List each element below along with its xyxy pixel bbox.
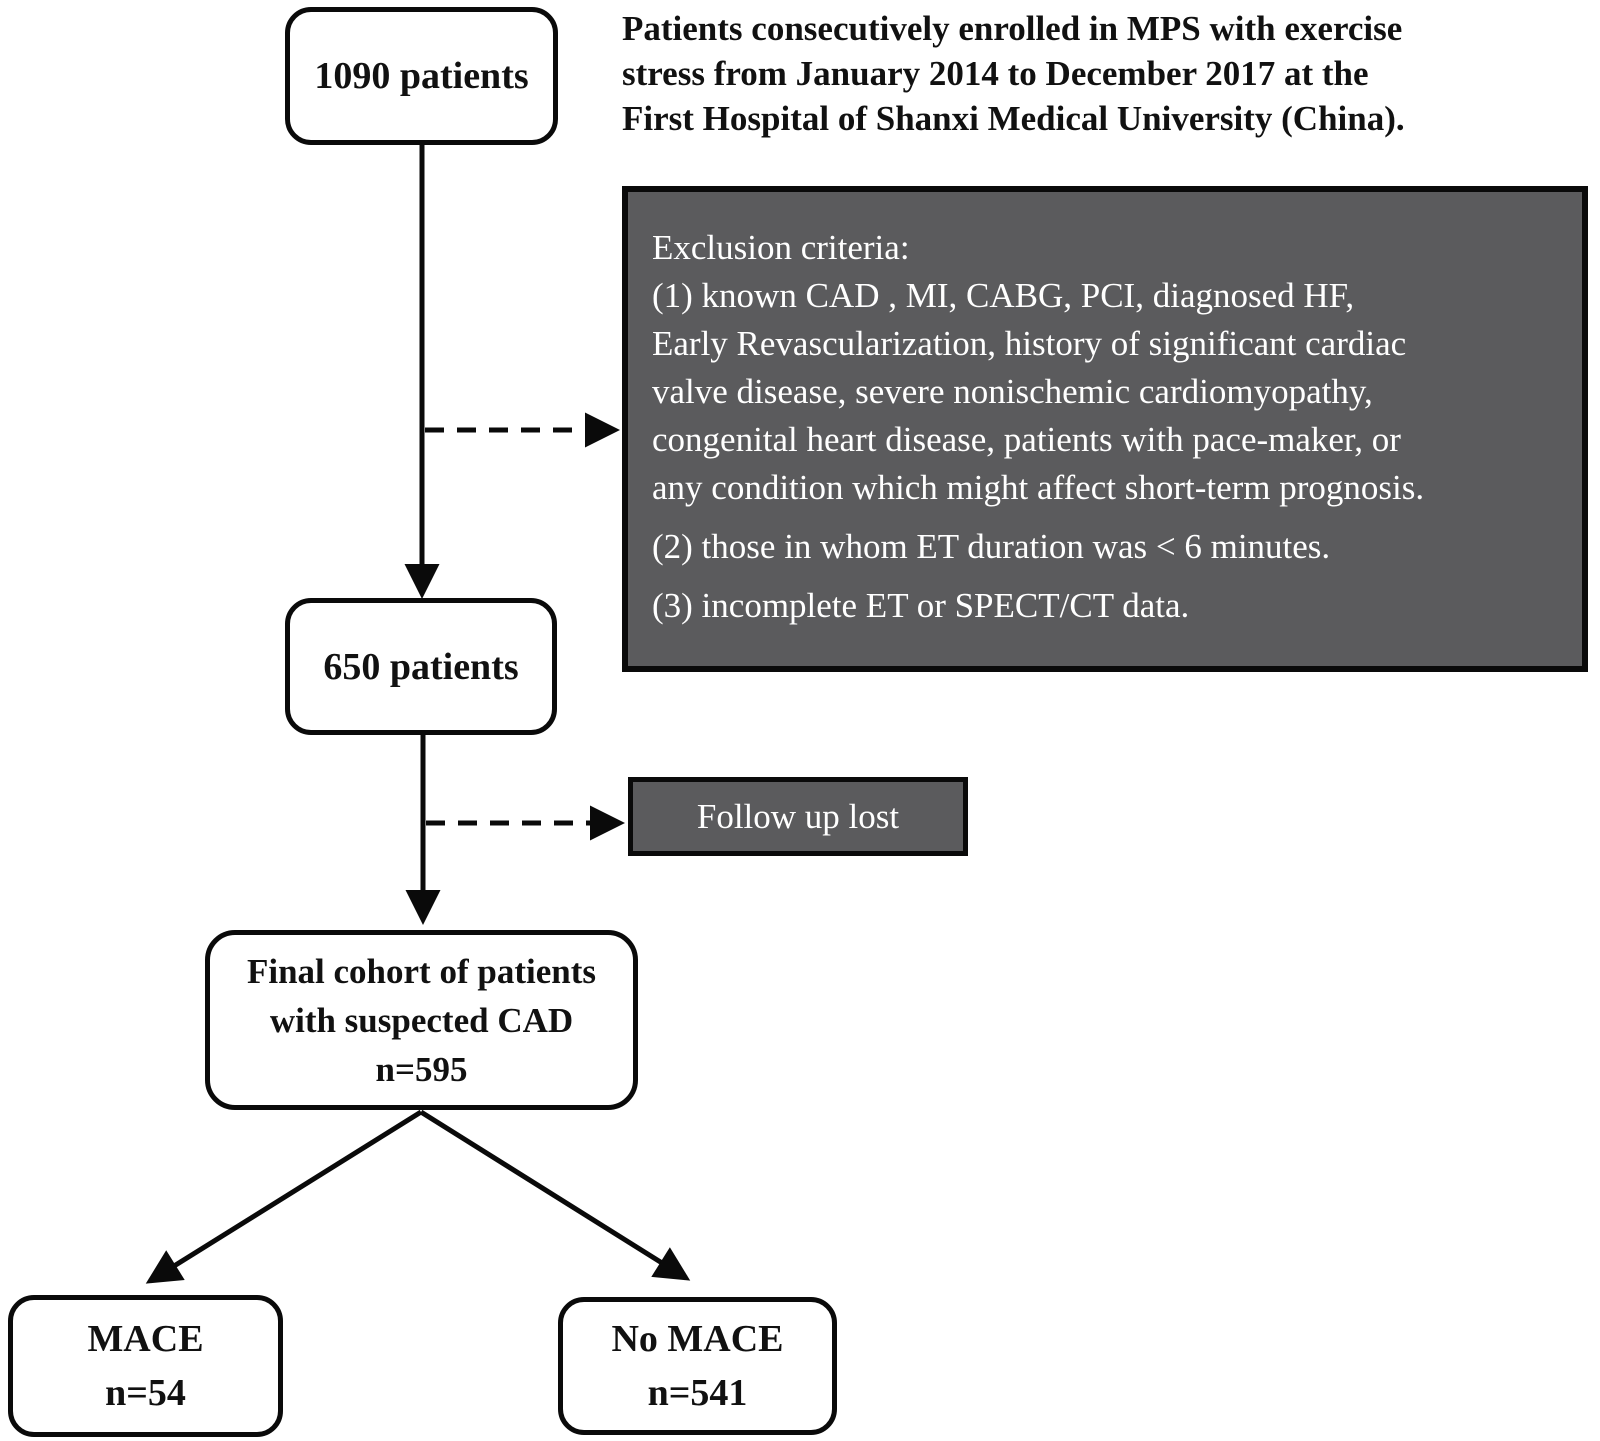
arrow-final-to-mace bbox=[145, 1109, 423, 1284]
exclusion-item-2: (2) those in whom ET duration was < 6 mi… bbox=[652, 527, 1331, 566]
arrow-final-to-nomace bbox=[419, 1109, 691, 1281]
exclusion-item-1: Early Revascularization, history of sign… bbox=[652, 324, 1407, 363]
node-no-mace: No MACE n=541 bbox=[558, 1297, 837, 1435]
enrollment-note-line: Patients consecutively enrolled in MPS w… bbox=[622, 9, 1403, 48]
node-followup-lost: Follow up lost bbox=[628, 777, 968, 856]
exclusion-title: Exclusion criteria: bbox=[652, 228, 910, 267]
exclusion-item-1: congenital heart disease, patients with … bbox=[652, 420, 1401, 459]
final-cohort-line: Final cohort of patients bbox=[246, 951, 596, 991]
exclusion-item-3: (3) incomplete ET or SPECT/CT data. bbox=[652, 586, 1190, 625]
node-1090-label: 1090 patients bbox=[314, 55, 529, 97]
node-650-patients: 650 patients bbox=[285, 598, 557, 735]
enrollment-note-line: stress from January 2014 to December 201… bbox=[622, 54, 1369, 93]
exclusion-item-1: valve disease, severe nonischemic cardio… bbox=[652, 372, 1373, 411]
node-exclusion-criteria: Exclusion criteria: (1) known CAD , MI, … bbox=[622, 186, 1588, 672]
node-1090-patients: 1090 patients bbox=[285, 7, 558, 145]
mace-count: n=54 bbox=[105, 1372, 186, 1414]
followup-lost-label: Follow up lost bbox=[696, 796, 900, 836]
node-650-label: 650 patients bbox=[323, 645, 519, 688]
exclusion-item-1: any condition which might affect short-t… bbox=[652, 468, 1425, 507]
node-final-cohort: Final cohort of patients with suspected … bbox=[205, 930, 638, 1110]
no-mace-label: No MACE bbox=[611, 1318, 784, 1360]
mace-label: MACE bbox=[87, 1318, 204, 1360]
node-mace: MACE n=54 bbox=[8, 1295, 283, 1437]
enrollment-note: Patients consecutively enrolled in MPS w… bbox=[622, 6, 1405, 141]
final-cohort-line: with suspected CAD bbox=[269, 1000, 574, 1040]
enrollment-note-line: First Hospital of Shanxi Medical Univers… bbox=[622, 99, 1405, 138]
exclusion-item-1: (1) known CAD , MI, CABG, PCI, diagnosed… bbox=[652, 276, 1355, 315]
no-mace-count: n=541 bbox=[647, 1372, 748, 1414]
final-cohort-count: n=595 bbox=[375, 1049, 468, 1089]
